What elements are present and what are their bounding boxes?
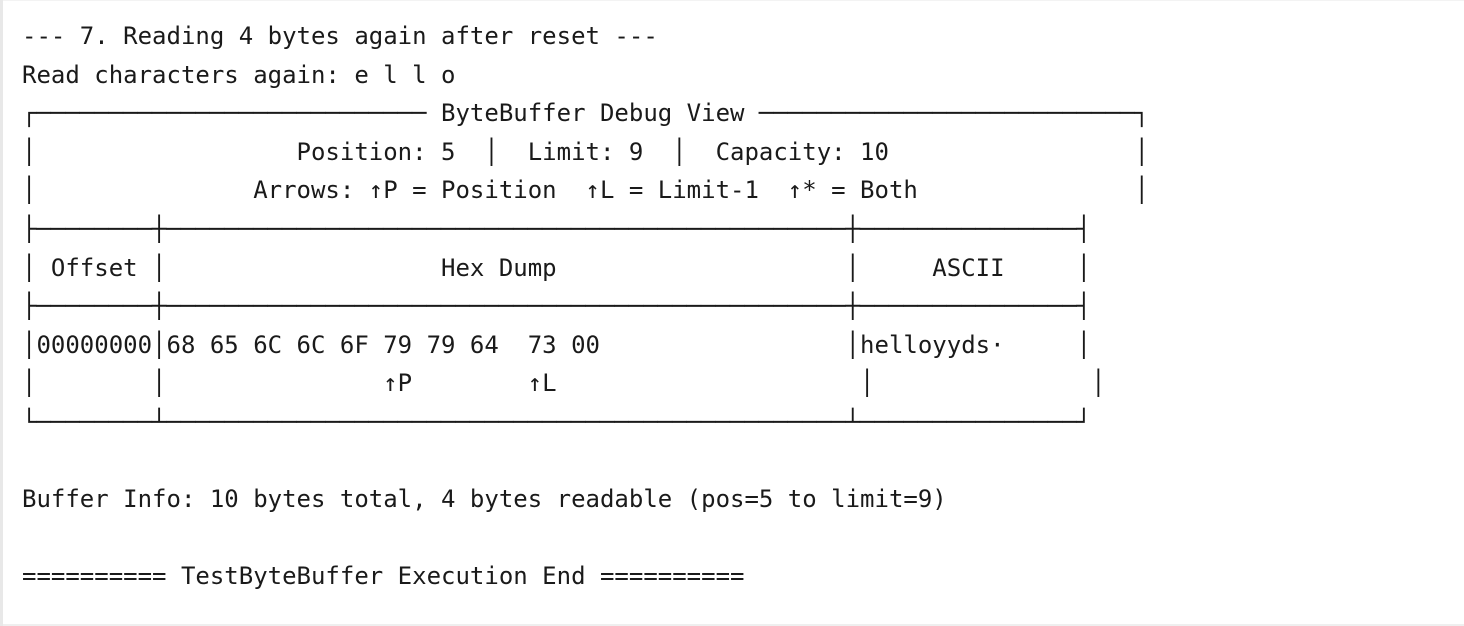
debug-box-top-border: ┌─────────────────────────── ByteBuffer …: [22, 99, 1150, 128]
marker-row: │ │ ↑P ↑L │ │: [22, 369, 1106, 398]
execution-end-line: ========== TestByteBuffer Execution End …: [22, 562, 745, 591]
blank-line: [22, 442, 1149, 481]
hex-dump-row: │00000000│68 65 6C 6C 6F 79 79 64 73 00 …: [22, 330, 1092, 359]
terminal-output: --- 7. Reading 4 bytes again after reset…: [22, 22, 1150, 591]
buffer-info-line: Buffer Info: 10 bytes total, 4 bytes rea…: [22, 485, 947, 514]
table-column-headers: │ Offset │ Hex Dump │ ASCII │: [22, 253, 1092, 282]
table-divider-top: ├────────┼──────────────────────────────…: [22, 214, 1092, 243]
blank-line: [22, 519, 1149, 558]
debug-box-arrows-legend: │ Arrows: ↑P = Position ↑L = Limit-1 ↑* …: [22, 176, 1150, 205]
read-result-line: Read characters again: e l l o: [22, 60, 456, 89]
debug-box-stats-line: │ Position: 5 │ Limit: 9 │ Capacity: 10 …: [22, 137, 1150, 166]
section-header-line: --- 7. Reading 4 bytes again after reset…: [22, 22, 658, 50]
table-divider-header: ├────────┼──────────────────────────────…: [22, 292, 1092, 321]
table-bottom-border: └────────┴──────────────────────────────…: [22, 407, 1092, 436]
